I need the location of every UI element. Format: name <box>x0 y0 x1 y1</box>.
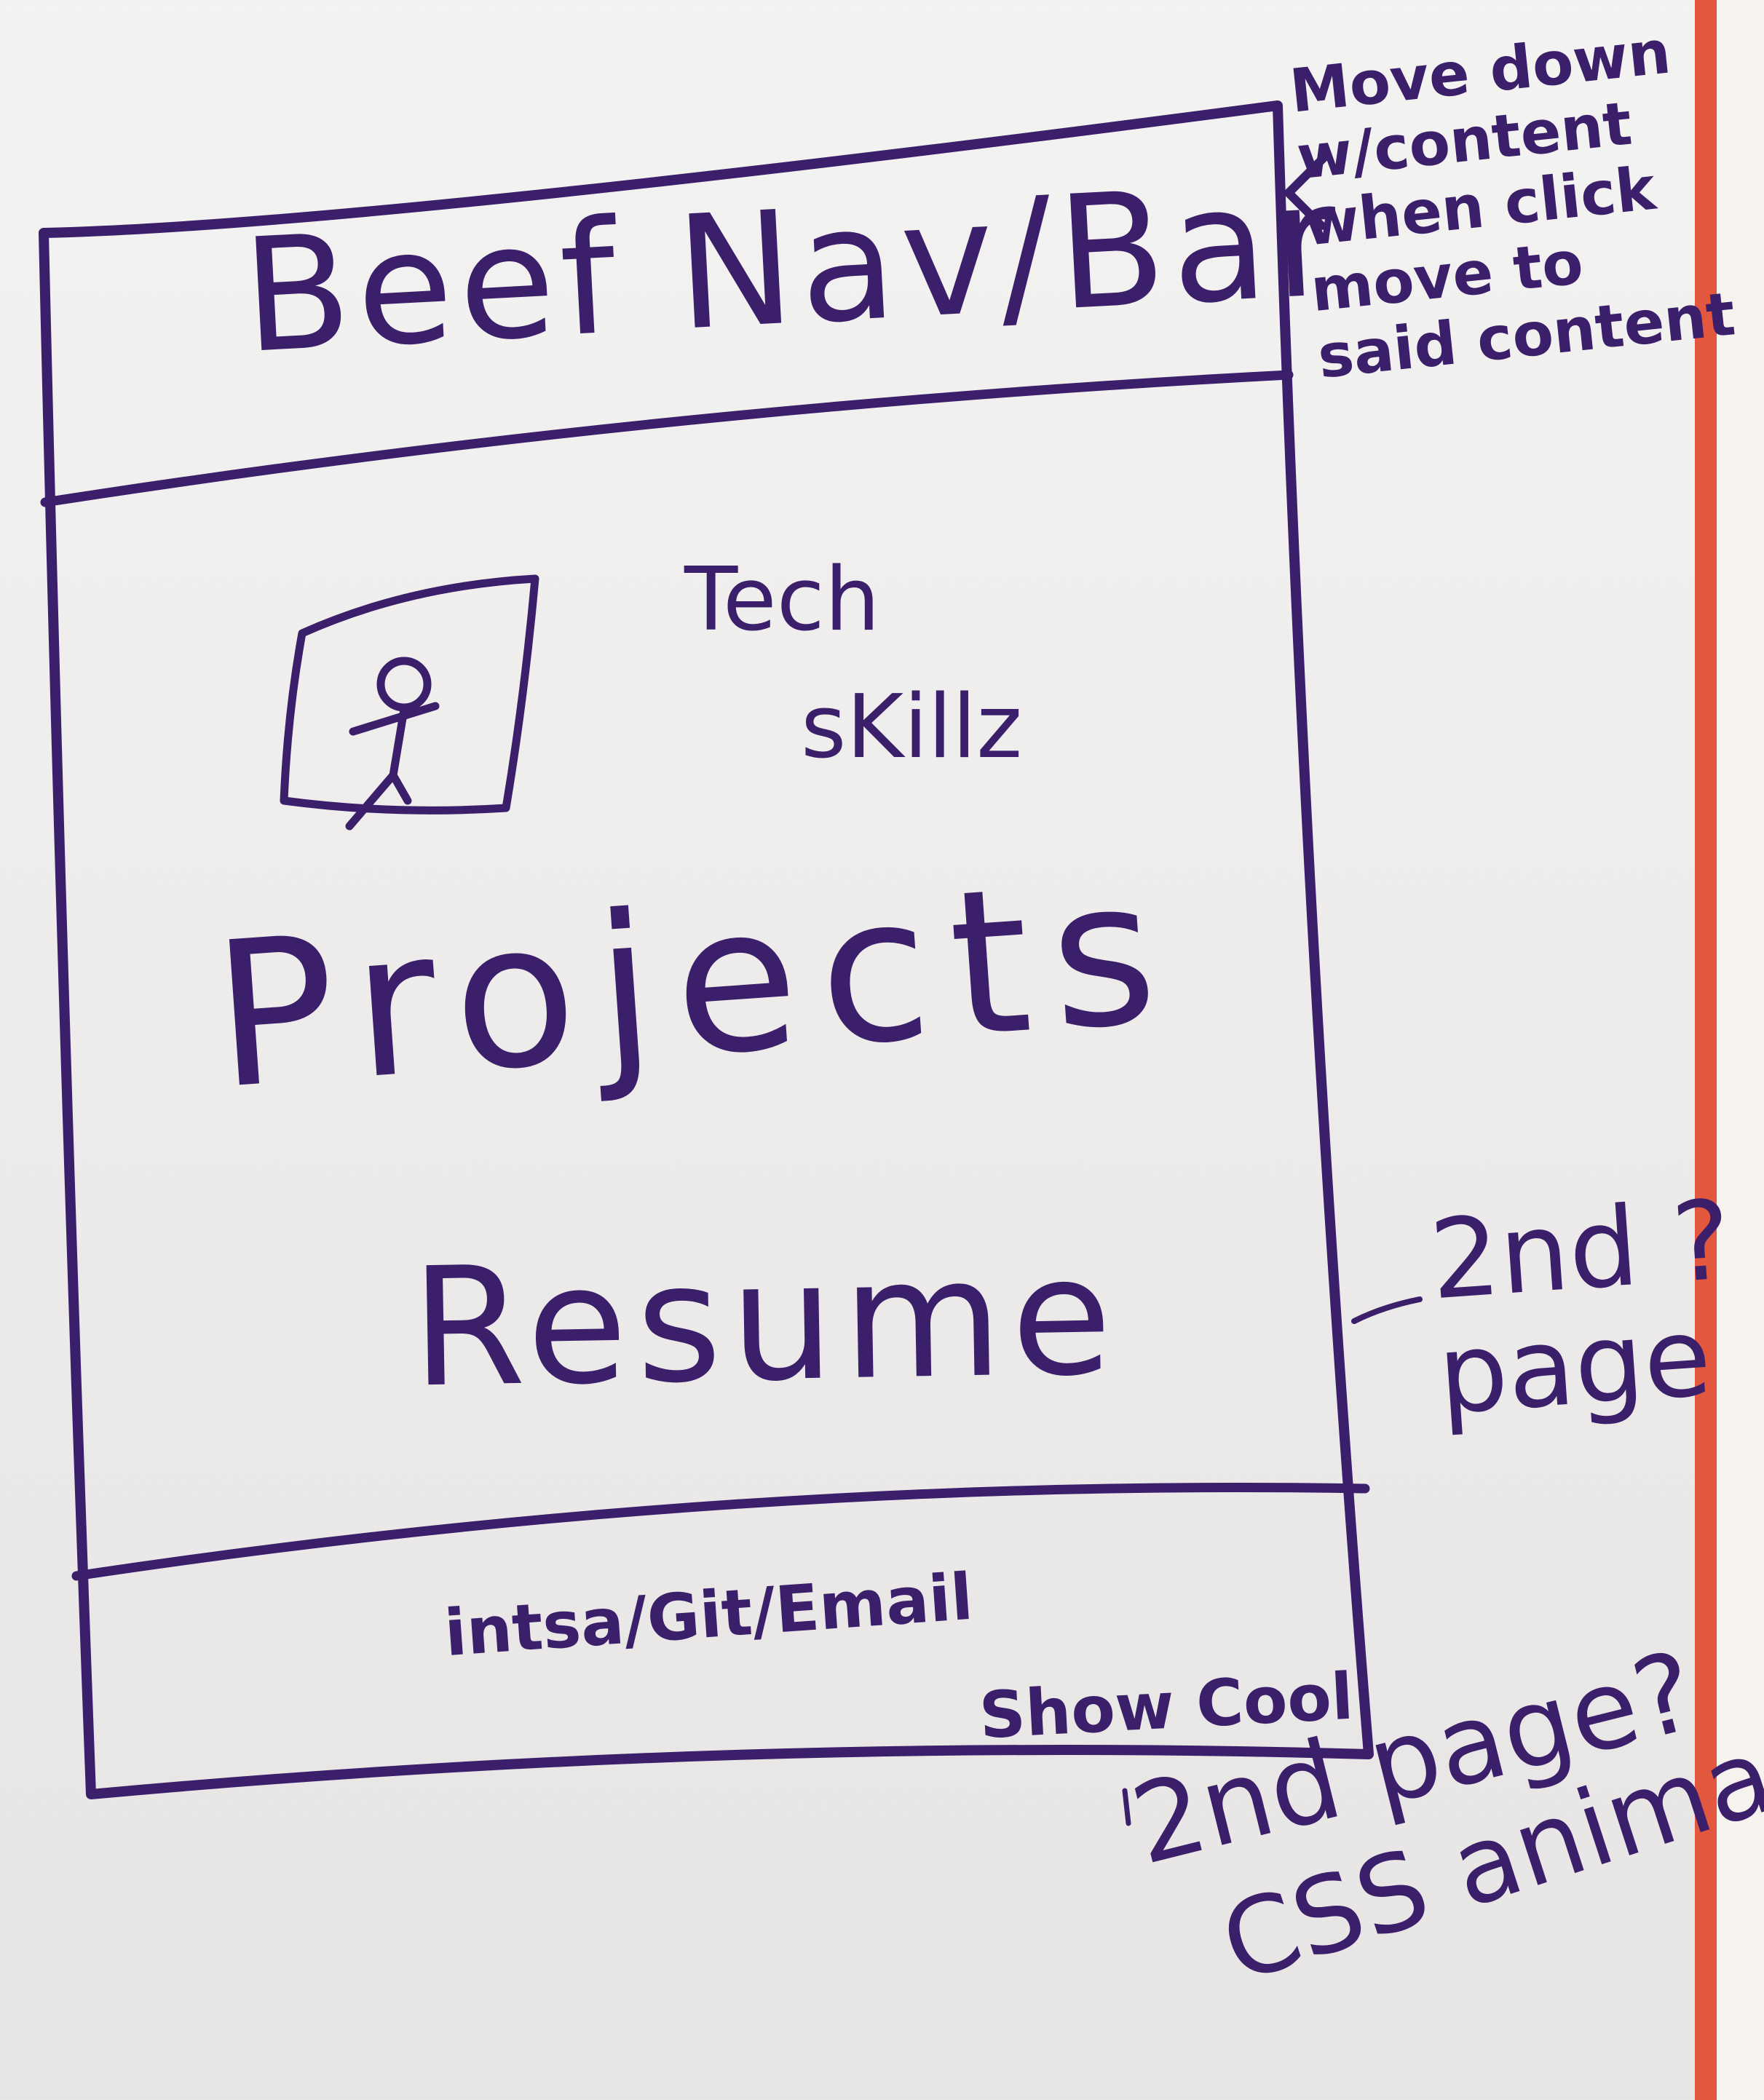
tech-skills-label-line2: sKillz <box>801 677 1023 778</box>
footer-divider <box>71 1483 1370 1581</box>
board-frame-edge <box>1695 0 1717 2100</box>
resume-label: Resume <box>409 1221 1123 1425</box>
navbar-annotation: Move down w/content when click move to s… <box>1286 17 1739 393</box>
tech-skills-label-line1: Tech <box>684 550 880 651</box>
resume-annotation: 2nd ? page <box>1425 1177 1736 1439</box>
resume-note-line <box>1351 1296 1423 1324</box>
wireframe-outline <box>39 100 1374 1799</box>
profile-photo-placeholder <box>280 574 539 831</box>
navbar-divider <box>40 370 1294 507</box>
person-icon <box>345 657 440 831</box>
nav-arrow <box>1284 152 1329 230</box>
footer-note-tick <box>1122 1788 1131 1826</box>
